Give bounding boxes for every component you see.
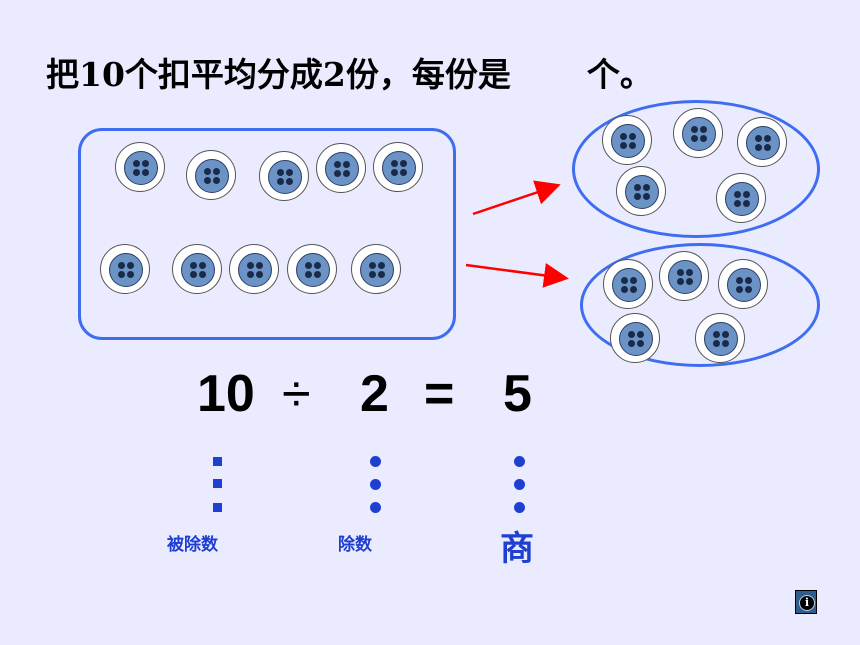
quotient-label: 商 xyxy=(500,529,534,569)
arrow-to-group-two xyxy=(465,262,569,288)
question-text-after: 个。 xyxy=(586,55,653,94)
group-two-ellipse xyxy=(580,243,820,367)
button-icon xyxy=(186,150,236,200)
question-title: 把10个扣平均分成2份，每份是 个。 xyxy=(46,48,653,96)
button-icon xyxy=(695,313,745,363)
info-icon: i xyxy=(799,595,815,611)
arrow-to-group-one xyxy=(472,180,561,216)
button-icon xyxy=(373,142,423,192)
quotient-pointer-dot xyxy=(514,479,525,490)
button-icon xyxy=(316,143,366,193)
quotient-pointer-dot xyxy=(514,502,525,513)
button-icon xyxy=(115,142,165,192)
dividend-pointer-dot xyxy=(213,503,222,512)
dividend-pointer-dot xyxy=(213,479,222,488)
button-icon xyxy=(737,117,787,167)
button-icon xyxy=(603,259,653,309)
dividend-pointer-dot xyxy=(213,457,222,466)
quotient-number: 5 xyxy=(503,365,532,423)
button-icon xyxy=(172,244,222,294)
button-icon xyxy=(602,115,652,165)
info-button[interactable]: i xyxy=(795,590,817,614)
all-buttons-group xyxy=(78,128,456,340)
equals-sign: = xyxy=(424,365,455,423)
divisor-pointer-dot xyxy=(370,479,381,490)
group-one-ellipse xyxy=(572,100,820,238)
divisor-label: 除数 xyxy=(338,535,372,555)
button-icon xyxy=(351,244,401,294)
division-sign: ÷ xyxy=(282,365,311,423)
divisor-pointer-dot xyxy=(370,456,381,467)
button-icon xyxy=(610,313,660,363)
divisor-number: 2 xyxy=(360,365,389,423)
button-icon xyxy=(673,108,723,158)
divisor-pointer-dot xyxy=(370,502,381,513)
button-icon xyxy=(716,173,766,223)
question-text-before: 把10个扣平均分成2份，每份是 xyxy=(46,55,511,94)
dividend-number: 10 xyxy=(197,365,255,423)
button-icon xyxy=(259,151,309,201)
button-icon xyxy=(100,244,150,294)
button-icon xyxy=(616,166,666,216)
button-icon xyxy=(287,244,337,294)
dividend-label: 被除数 xyxy=(167,535,218,555)
button-icon xyxy=(659,251,709,301)
quotient-pointer-dot xyxy=(514,456,525,467)
button-icon xyxy=(718,259,768,309)
button-icon xyxy=(229,244,279,294)
